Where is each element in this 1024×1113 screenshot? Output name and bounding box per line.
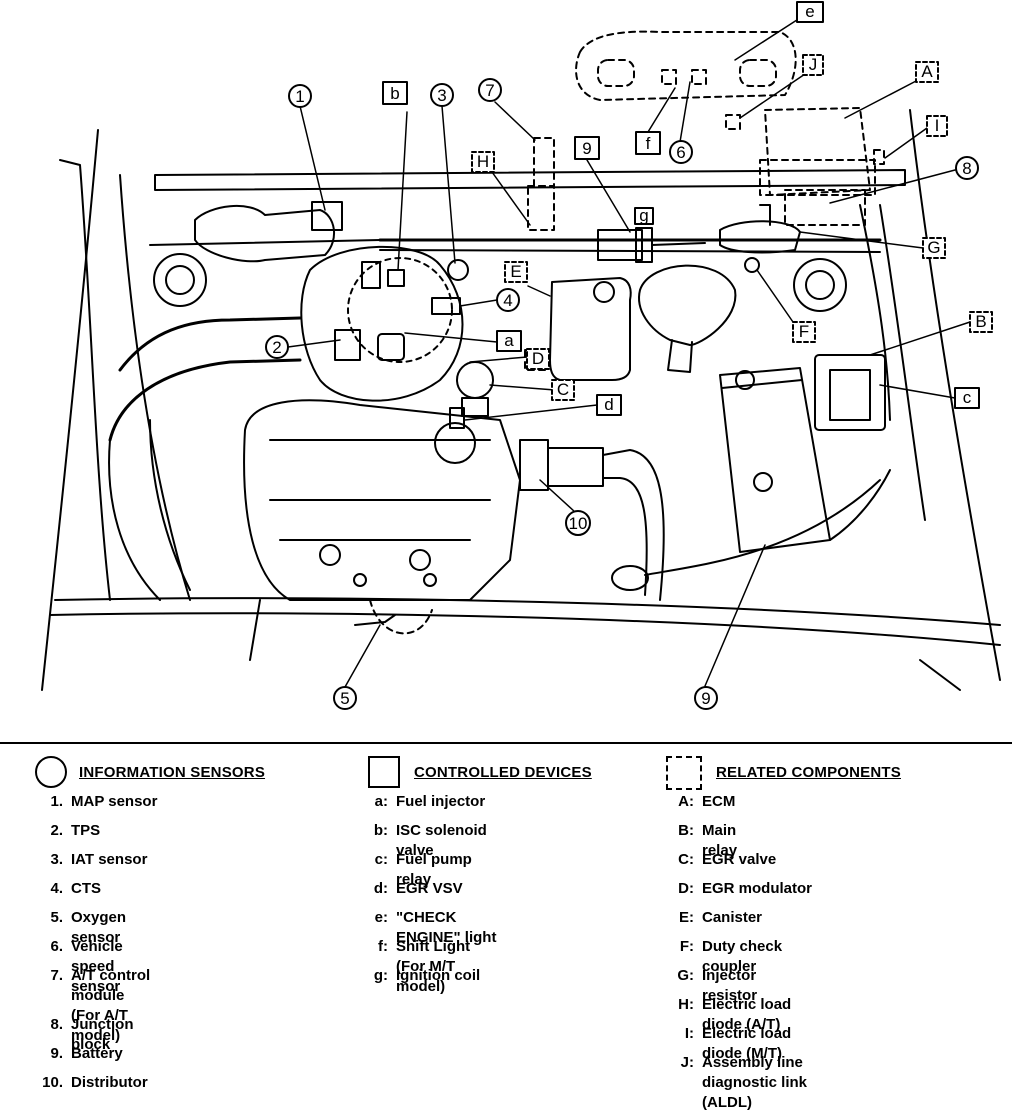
svg-text:3: 3 bbox=[437, 86, 446, 105]
svg-text:a: a bbox=[504, 331, 514, 350]
legend-item: 6.Vehicle speed sensor bbox=[50, 938, 123, 995]
legend-item: B:Main relay bbox=[678, 822, 738, 859]
legend-item: G:Injector resistor bbox=[677, 967, 758, 1004]
svg-text:A: A bbox=[921, 62, 933, 81]
square-symbol-icon bbox=[368, 756, 400, 788]
callout-b: b bbox=[382, 81, 408, 105]
legend-item: 9.Battery bbox=[50, 1045, 123, 1062]
dashed-square-symbol-icon bbox=[666, 756, 702, 790]
callout-a: a bbox=[496, 330, 522, 352]
legend-item: d:EGR VSV bbox=[373, 880, 463, 897]
svg-text:9: 9 bbox=[582, 139, 591, 158]
svg-text:6: 6 bbox=[676, 143, 685, 162]
legend-title-sensors: INFORMATION SENSORS bbox=[79, 764, 266, 781]
legend-title-devices: CONTROLLED DEVICES bbox=[414, 764, 592, 781]
legend-item: 2.TPS bbox=[50, 822, 101, 839]
svg-text:G: G bbox=[927, 238, 940, 257]
legend-item: J:Assembly line diagnostic link (ALDL) bbox=[680, 1054, 808, 1111]
legend-item: c:Fuel pump relay bbox=[374, 851, 472, 888]
svg-text:10: 10 bbox=[569, 514, 588, 533]
svg-text:B: B bbox=[975, 312, 986, 331]
legend-item: f:Shift Light (For M/T model) bbox=[378, 938, 471, 995]
svg-text:d: d bbox=[604, 395, 613, 414]
callout-1: 1 bbox=[288, 84, 312, 108]
legend-item: 5.Oxygen sensor bbox=[50, 909, 127, 946]
callout-10: 10 bbox=[565, 510, 591, 536]
svg-text:I: I bbox=[935, 116, 940, 135]
callout-c: c bbox=[954, 387, 980, 409]
legend-item: A:ECM bbox=[678, 793, 736, 810]
callout-f: f bbox=[635, 131, 661, 155]
engine-bay-drawing bbox=[41, 109, 1001, 691]
related-component-outlines bbox=[524, 30, 885, 371]
svg-text:1: 1 bbox=[295, 87, 304, 106]
legend-item: 4.CTS bbox=[50, 880, 101, 897]
legend-item: 8.Junction block bbox=[50, 1016, 134, 1053]
svg-text:8: 8 bbox=[962, 159, 971, 178]
svg-text:f: f bbox=[646, 134, 651, 153]
callout-e: e bbox=[796, 1, 824, 23]
legend-divider bbox=[0, 742, 1012, 744]
legend: INFORMATION SENSORS 1.MAP sensor 2.TPS 3… bbox=[0, 742, 1024, 1111]
legend-item: E:Canister bbox=[679, 909, 763, 926]
legend-item: 7.A/T control module (For A/T model) bbox=[50, 967, 151, 1044]
svg-text:C: C bbox=[557, 380, 569, 399]
legend-item: I:Electric load diode (M/T) bbox=[684, 1025, 792, 1062]
svg-text:J: J bbox=[809, 55, 818, 74]
svg-text:e: e bbox=[805, 2, 814, 21]
legend-item: H:Electric load diode (A/T) bbox=[678, 996, 792, 1033]
callout-9-diagram-top: 9 bbox=[694, 686, 718, 710]
callout-7: 7 bbox=[478, 78, 502, 102]
legend-title-related: RELATED COMPONENTS bbox=[716, 764, 901, 781]
callout-H: H bbox=[471, 151, 495, 173]
callout-6: 6 bbox=[669, 140, 693, 164]
callout-4: 4 bbox=[496, 288, 520, 312]
callout-E: E bbox=[504, 261, 528, 283]
circle-symbol-icon bbox=[35, 756, 67, 788]
callout-8: 8 bbox=[955, 156, 979, 180]
legend-item: C:EGR valve bbox=[678, 851, 777, 868]
legend-item: 10.Distributor bbox=[42, 1074, 148, 1091]
callout-A: A bbox=[915, 61, 939, 83]
svg-text:9: 9 bbox=[701, 689, 710, 708]
legend-item: 3.IAT sensor bbox=[50, 851, 148, 868]
legend-item: F:Duty check coupler bbox=[679, 938, 783, 975]
legend-item: e:"CHECK ENGINE" light bbox=[374, 909, 497, 946]
callout-9-box: 9 bbox=[574, 136, 600, 160]
svg-text:F: F bbox=[799, 322, 809, 341]
svg-text:H: H bbox=[477, 152, 489, 171]
callout-3: 3 bbox=[430, 83, 454, 107]
callout-G: G bbox=[922, 237, 946, 259]
svg-text:b: b bbox=[390, 84, 399, 103]
svg-text:D: D bbox=[532, 349, 544, 368]
legend-item: 1.MAP sensor bbox=[50, 793, 158, 810]
legend-item: g:Ignition coil bbox=[373, 967, 481, 984]
callout-D: D bbox=[526, 348, 550, 370]
svg-text:c: c bbox=[963, 388, 972, 407]
svg-text:E: E bbox=[510, 262, 521, 281]
svg-text:g: g bbox=[639, 206, 648, 225]
callout-d: d bbox=[596, 394, 622, 416]
svg-text:2: 2 bbox=[272, 338, 281, 357]
leader-lines bbox=[287, 17, 971, 688]
callout-B: B bbox=[969, 311, 993, 333]
svg-text:7: 7 bbox=[485, 81, 494, 100]
callout-g: g bbox=[634, 206, 654, 225]
callout-5: 5 bbox=[333, 686, 357, 710]
svg-text:5: 5 bbox=[340, 689, 349, 708]
callout-C: C bbox=[551, 379, 575, 401]
callout-J: J bbox=[802, 54, 824, 76]
callout-2: 2 bbox=[265, 335, 289, 359]
legend-item: b:ISC solenoid valve bbox=[373, 822, 487, 859]
callout-I: I bbox=[926, 115, 948, 137]
callout-F: F bbox=[792, 321, 816, 343]
legend-item: a:Fuel injector bbox=[374, 793, 486, 810]
engine-compartment-diagram: 1 2 3 4 5 6 7 8 9 10 9 a b c d e f g A B… bbox=[41, 1, 1001, 710]
svg-text:4: 4 bbox=[503, 291, 512, 310]
legend-item: D:EGR modulator bbox=[678, 880, 813, 897]
